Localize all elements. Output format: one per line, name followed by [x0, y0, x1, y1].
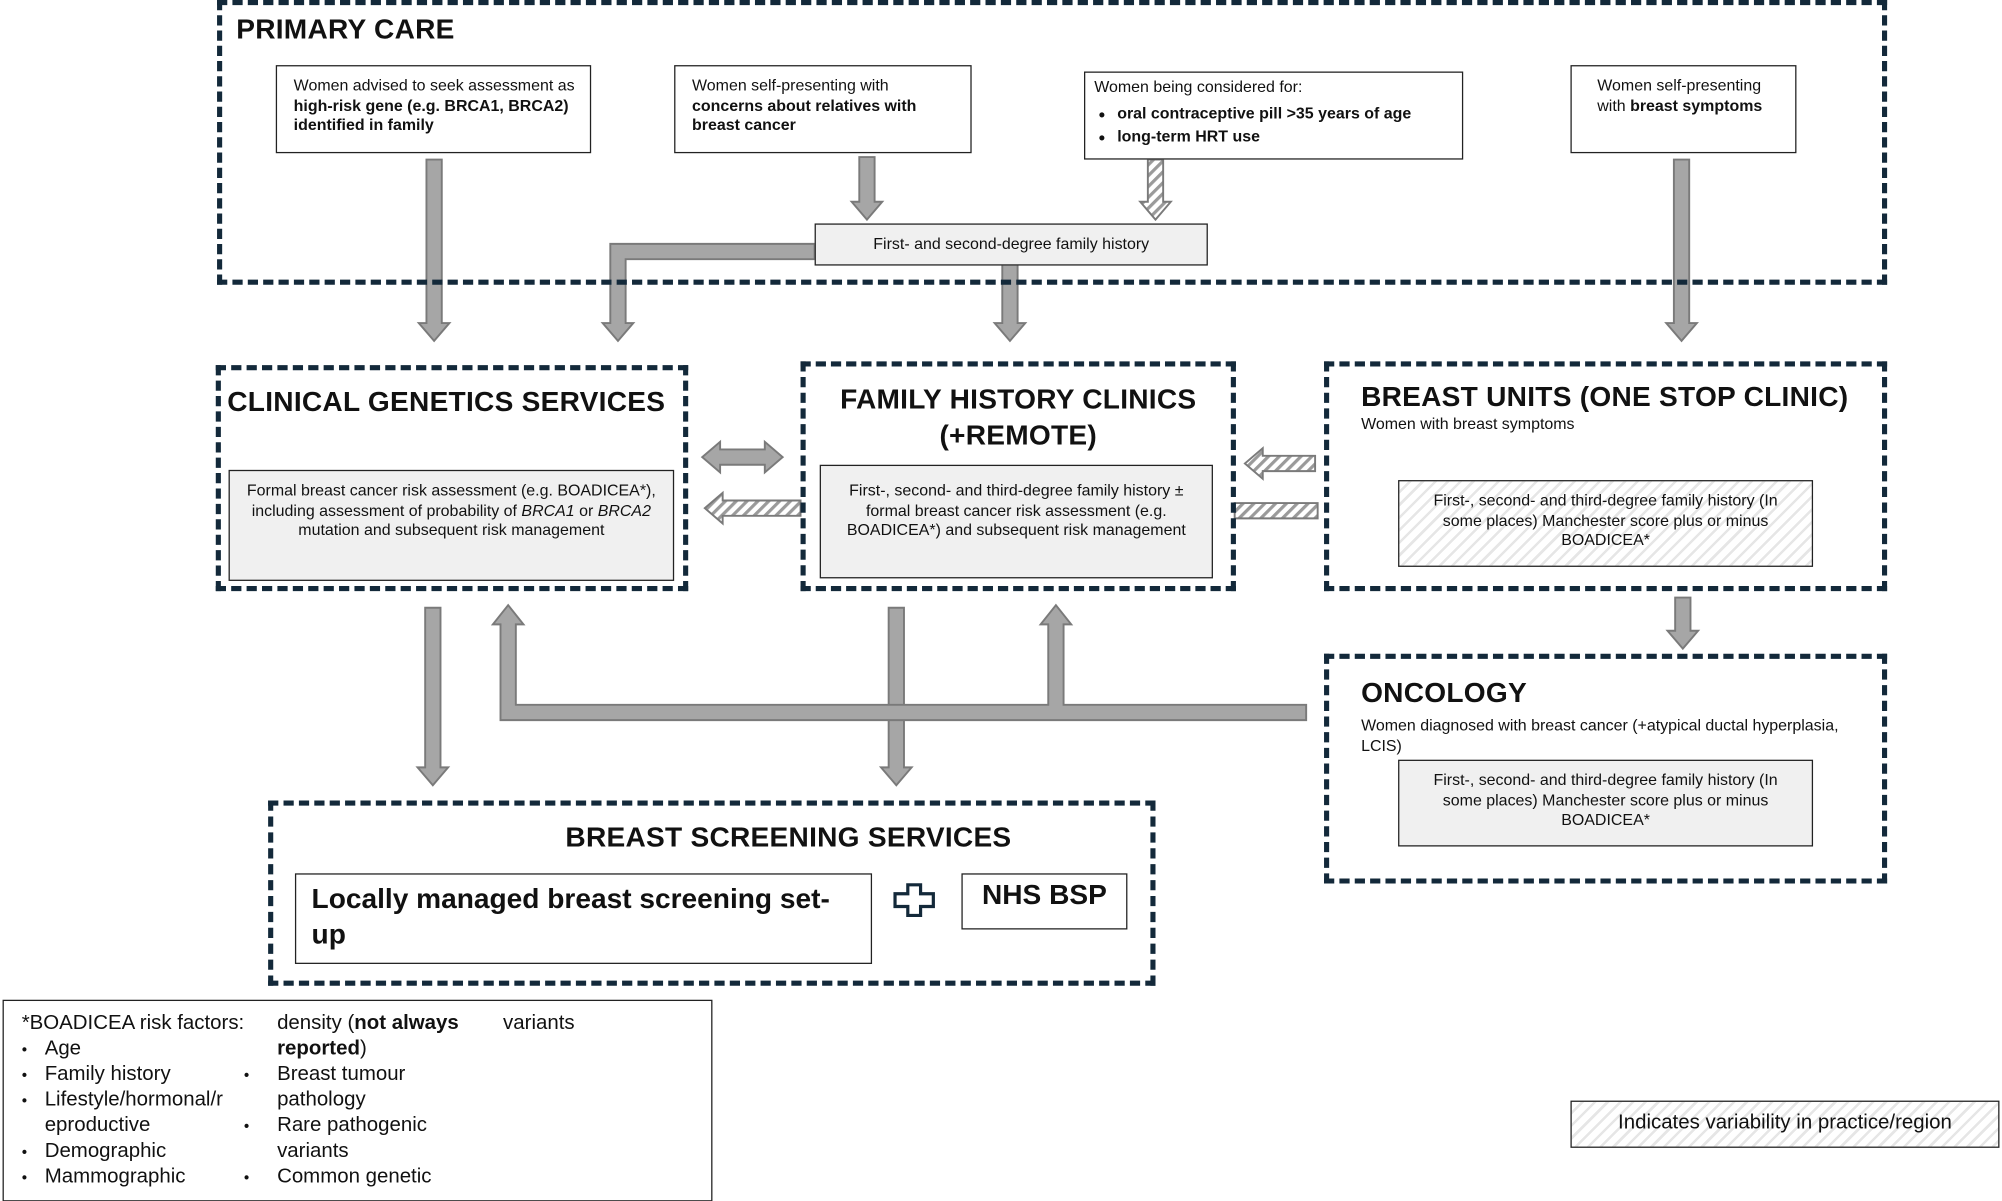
legend-item-cont: variants: [503, 1012, 575, 1035]
nhs-bsp-box: NHS BSP: [961, 873, 1128, 930]
legend-item: Age: [22, 1037, 265, 1063]
arrow-down: [415, 606, 451, 787]
legend-item-cont: density (not always reported): [244, 1011, 461, 1062]
breast-units-history-box: First-, second- and third-degree family …: [1398, 480, 1814, 567]
list-item: oral contraceptive pill >35 years of age: [1117, 102, 1452, 125]
box-text: or: [574, 501, 598, 520]
oncology-subtitle: Women diagnosed with breast cancer (+aty…: [1361, 716, 1839, 754]
legend-item: Mammographic: [22, 1164, 265, 1190]
box-text: Women being considered for:: [1094, 77, 1303, 96]
breast-units-section: [1324, 361, 1888, 592]
box-bold-text: high-risk gene (e.g. BRCA1, BRCA2) ident…: [293, 96, 569, 135]
family-history-clinics-section: [800, 361, 1236, 592]
legend-heading: *BOADICEA risk factors:: [21, 1012, 245, 1035]
risk-assessment-box: Formal breast cancer risk assessment (e.…: [228, 469, 675, 581]
gene-name: BRCA2: [597, 501, 651, 520]
breast-symptoms-box: Women self-presenting with breast sympto…: [1570, 65, 1797, 154]
box-text: Women self-presenting with: [692, 76, 889, 95]
legend-item: Family history: [22, 1062, 265, 1088]
breast-units-subtitle: Women with breast symptoms: [1361, 414, 1575, 433]
hatched-bar: [1233, 502, 1319, 520]
legend-text: density (: [277, 1012, 355, 1035]
oncology-history-box: First-, second- and third-degree family …: [1398, 759, 1814, 847]
clinical-genetics-title: CLINICAL GENETICS SERVICES: [227, 385, 666, 418]
primary-care-title: PRIMARY CARE: [236, 12, 455, 45]
arrow-down: [1665, 596, 1701, 651]
boadicea-legend: *BOADICEA risk factors: Age Family histo…: [2, 999, 713, 1201]
primary-care-section: [217, 0, 1888, 285]
legend-bold: reported: [277, 1038, 360, 1060]
legend-item: Common genetic: [244, 1164, 461, 1190]
legend-item: Breast tumour pathology: [244, 1062, 461, 1113]
arrow-left: [703, 490, 802, 526]
arrow-down: [1664, 158, 1699, 343]
return-arrow: [490, 603, 1308, 722]
legend-item: Lifestyle/hormonal/r eproductive: [22, 1088, 249, 1139]
box-text: mutation and subsequent risk management: [298, 520, 605, 539]
double-arrow: [700, 439, 785, 475]
clinical-genetics-section: [215, 365, 689, 592]
legend-bold: not always: [354, 1012, 459, 1035]
fhc-assessment-box: First-, second- and third-degree family …: [819, 464, 1213, 579]
arrow-left: [1243, 446, 1317, 481]
box-bold-text: breast symptoms: [1630, 96, 1763, 115]
arrow-down: [1138, 158, 1173, 222]
list-item: long-term HRT use: [1117, 124, 1452, 147]
oncology-title: ONCOLOGY: [1361, 676, 1527, 709]
breast-screening-section: [268, 800, 1156, 986]
legend-item: Demographic: [22, 1139, 265, 1165]
breast-screening-title: BREAST SCREENING SERVICES: [565, 820, 1012, 853]
relatives-concern-box: Women self-presenting with concerns abou…: [674, 65, 972, 154]
arrow-down: [878, 606, 914, 787]
high-risk-gene-box: Women advised to seek assessment as high…: [275, 65, 592, 154]
box-text: Formal breast cancer risk assessment (e.…: [246, 481, 656, 520]
breast-units-title: BREAST UNITS (ONE STOP CLINIC): [1361, 380, 1849, 413]
family-history-clinics-title: FAMILY HISTORY CLINICS (+REMOTE): [840, 383, 1197, 451]
box-bold-text: concerns about relatives with breast can…: [692, 96, 917, 135]
contraceptive-hrt-box: Women being considered for: oral contrac…: [1084, 71, 1464, 160]
oncology-section: [1324, 653, 1888, 884]
box-text: Women self-presenting with: [1597, 76, 1762, 115]
legend-item: Rare pathogenic variants: [244, 1113, 461, 1164]
local-screening-box: Locally managed breast screening set-up: [294, 873, 873, 964]
arrow-down: [849, 156, 885, 222]
arrow-down: [416, 158, 452, 343]
legend-text: ): [359, 1038, 367, 1060]
gene-name: BRCA1: [521, 501, 575, 520]
box-text: Women advised to seek assessment as: [293, 76, 575, 95]
variability-key: Indicates variability in practice/region: [1570, 1100, 2000, 1148]
first-second-degree-box: First- and second-degree family history: [814, 223, 1208, 266]
